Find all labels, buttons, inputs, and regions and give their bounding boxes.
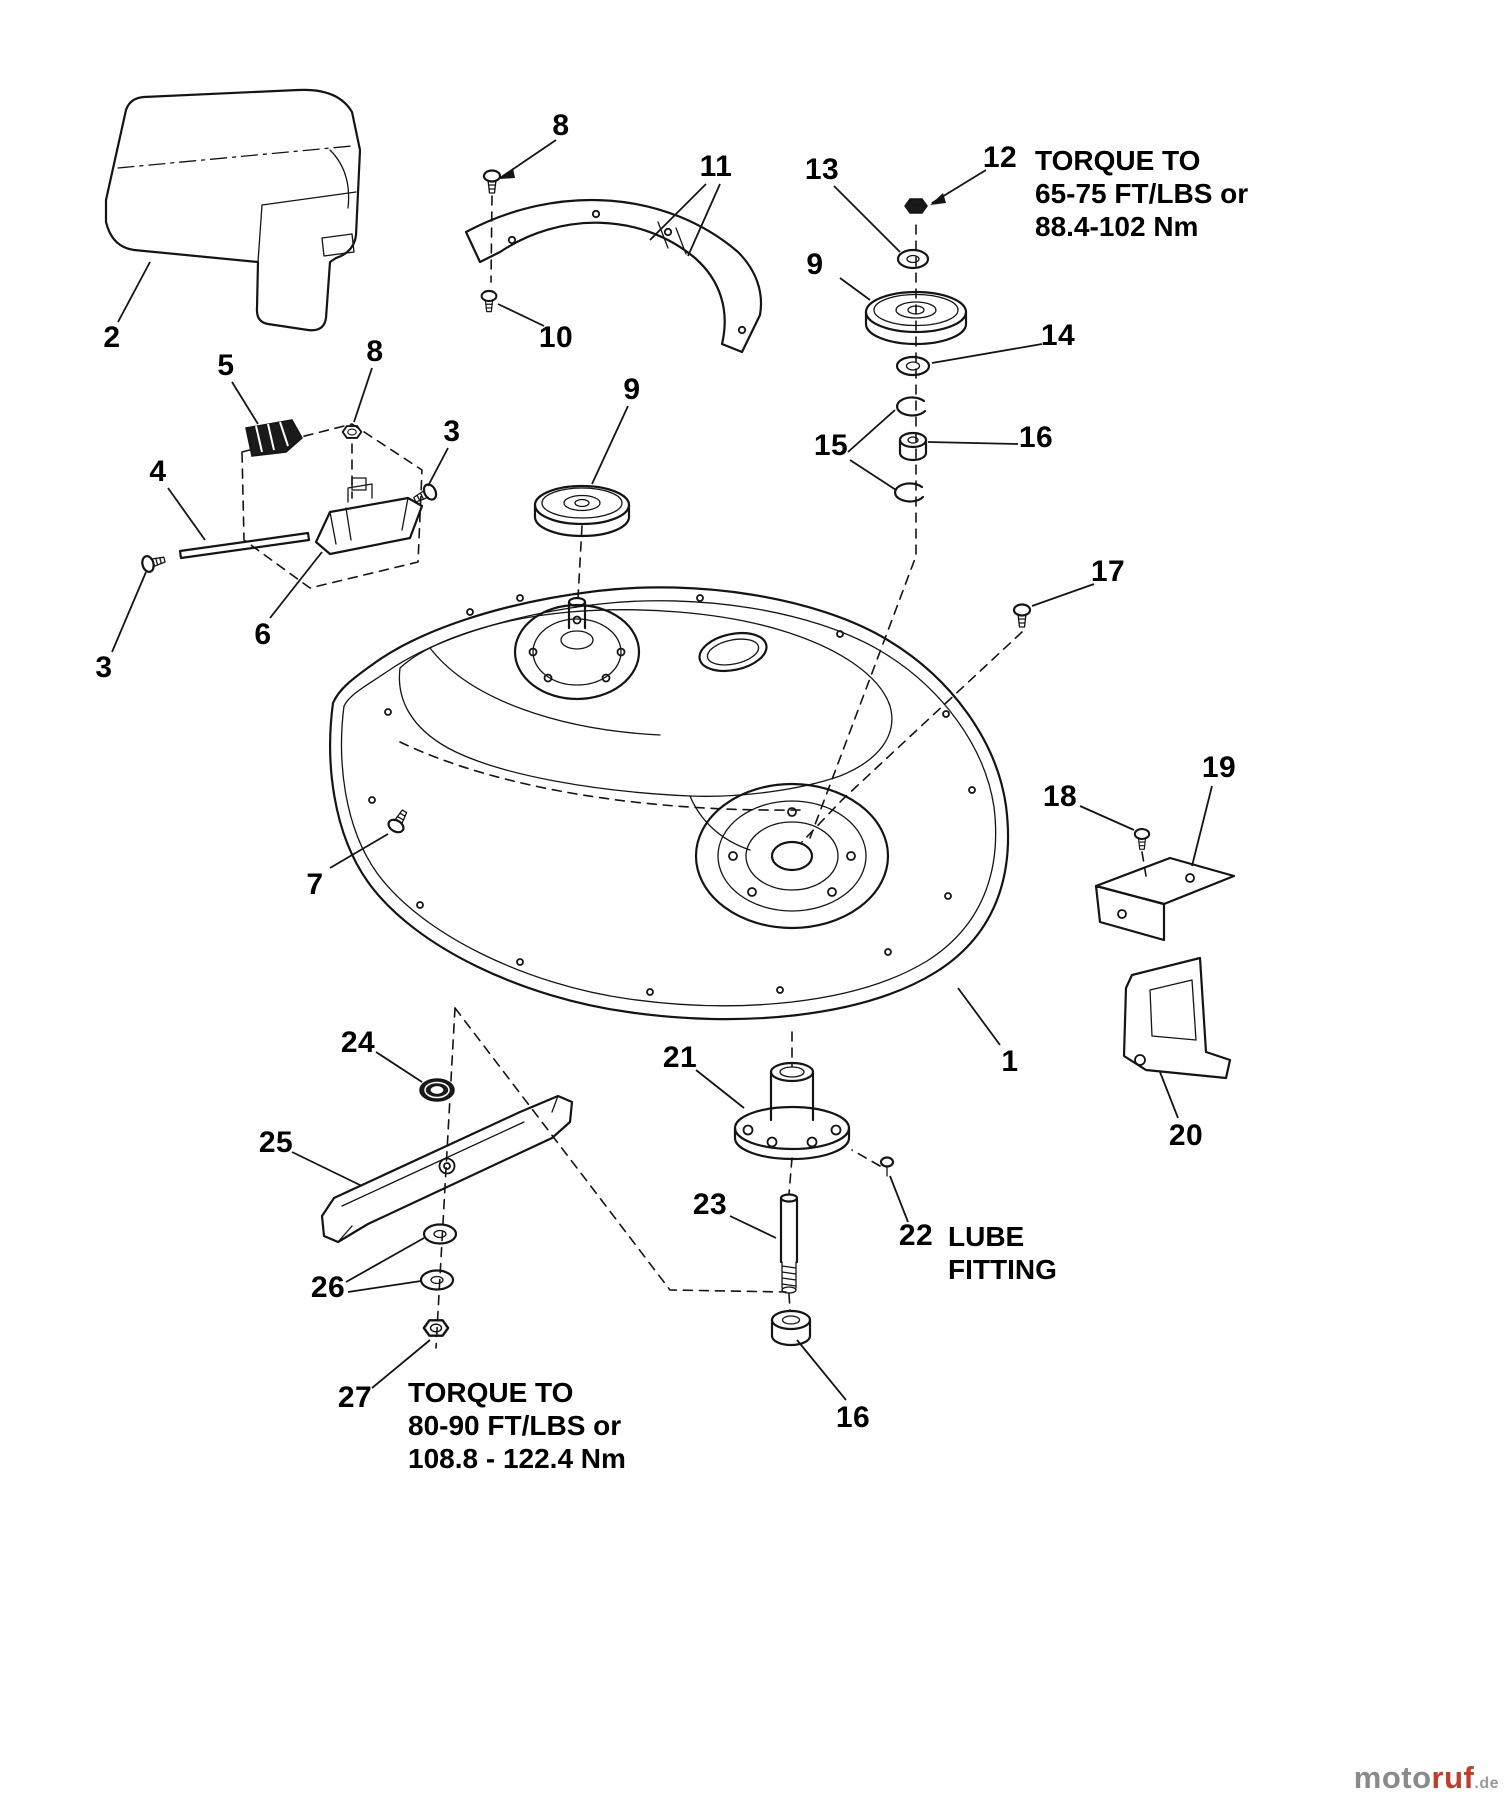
torque-note-bottom-line3: 108.8 - 122.4 Nm bbox=[408, 1443, 626, 1475]
part-label-21: 21 bbox=[662, 1041, 698, 1074]
part-label-16b: 16 bbox=[835, 1401, 871, 1434]
torque-note-bottom-line2: 80-90 FT/LBS or bbox=[408, 1410, 622, 1442]
top-screws-drawing bbox=[480, 169, 502, 313]
leader-lines bbox=[111, 139, 1213, 1401]
torque-note-top: TORQUE TO 65-75 FT/LBS or 88.4-102 Nm bbox=[1035, 144, 1248, 243]
right-spindle-stack-drawing bbox=[864, 198, 968, 503]
part-label-22: 22 bbox=[898, 1219, 934, 1252]
deflector-chute-drawing bbox=[104, 88, 362, 332]
mount-hardware-drawing bbox=[139, 419, 440, 575]
part-label-15: 15 bbox=[813, 429, 849, 462]
part-label-3b: 3 bbox=[95, 651, 113, 684]
part-label-2: 2 bbox=[103, 321, 121, 354]
baffle-drawing bbox=[464, 198, 763, 354]
part-label-26: 26 bbox=[310, 1271, 346, 1304]
part-label-3a: 3 bbox=[443, 415, 461, 448]
torque-note-top-line1: TORQUE TO bbox=[1035, 145, 1201, 176]
part-label-19: 19 bbox=[1201, 751, 1237, 784]
part-label-17: 17 bbox=[1090, 555, 1126, 588]
torque-note-bottom: TORQUE TO 80-90 FT/LBS or 108.8 - 122.4 … bbox=[408, 1376, 626, 1475]
torque-note-bottom-line1: TORQUE TO bbox=[408, 1377, 574, 1408]
blade-assembly-drawing bbox=[320, 1078, 574, 1337]
part-label-18: 18 bbox=[1042, 780, 1078, 813]
lube-fitting-line1: LUBE bbox=[948, 1221, 1025, 1252]
part-label-13: 13 bbox=[804, 153, 840, 186]
part-label-5: 5 bbox=[217, 349, 235, 382]
part-label-16a: 16 bbox=[1018, 421, 1054, 454]
assembly-dashed-lines bbox=[241, 195, 1147, 1349]
part-label-20: 20 bbox=[1168, 1119, 1204, 1152]
watermark-tld: .de bbox=[1474, 1775, 1499, 1792]
center-pulley-drawing bbox=[533, 484, 631, 630]
part-label-27: 27 bbox=[337, 1381, 373, 1414]
part-label-8a: 8 bbox=[552, 109, 570, 142]
watermark-brand-red: ruf bbox=[1431, 1760, 1475, 1795]
part-label-6: 6 bbox=[254, 618, 272, 651]
mower-deck-drawing bbox=[329, 586, 1032, 1021]
part-label-25: 25 bbox=[258, 1126, 294, 1159]
part-label-9b: 9 bbox=[806, 248, 824, 281]
part-label-11: 11 bbox=[699, 150, 733, 183]
part-label-4: 4 bbox=[149, 455, 167, 488]
lube-fitting-line2: FITTING bbox=[948, 1254, 1057, 1286]
watermark-brand-gray: moto bbox=[1353, 1760, 1432, 1795]
part-label-9a: 9 bbox=[623, 373, 641, 406]
part-label-24: 24 bbox=[340, 1026, 376, 1059]
part-label-7: 7 bbox=[306, 868, 324, 901]
spindle-housing-drawing bbox=[733, 1061, 895, 1347]
torque-note-top-line3: 88.4-102 Nm bbox=[1035, 211, 1199, 243]
part-label-12: 12 bbox=[982, 141, 1018, 174]
part-label-23: 23 bbox=[692, 1188, 728, 1221]
part-label-10: 10 bbox=[538, 321, 574, 354]
lube-fitting-note: LUBE FITTING bbox=[948, 1220, 1057, 1286]
torque-note-top-line2: 65-75 FT/LBS or bbox=[1035, 178, 1249, 210]
side-brackets-drawing bbox=[1094, 828, 1236, 1080]
part-label-1: 1 bbox=[1001, 1045, 1019, 1078]
part-label-8b: 8 bbox=[366, 335, 384, 368]
watermark-motoruf: motoruf.de bbox=[1354, 1760, 1499, 1796]
part-label-14: 14 bbox=[1040, 319, 1076, 352]
